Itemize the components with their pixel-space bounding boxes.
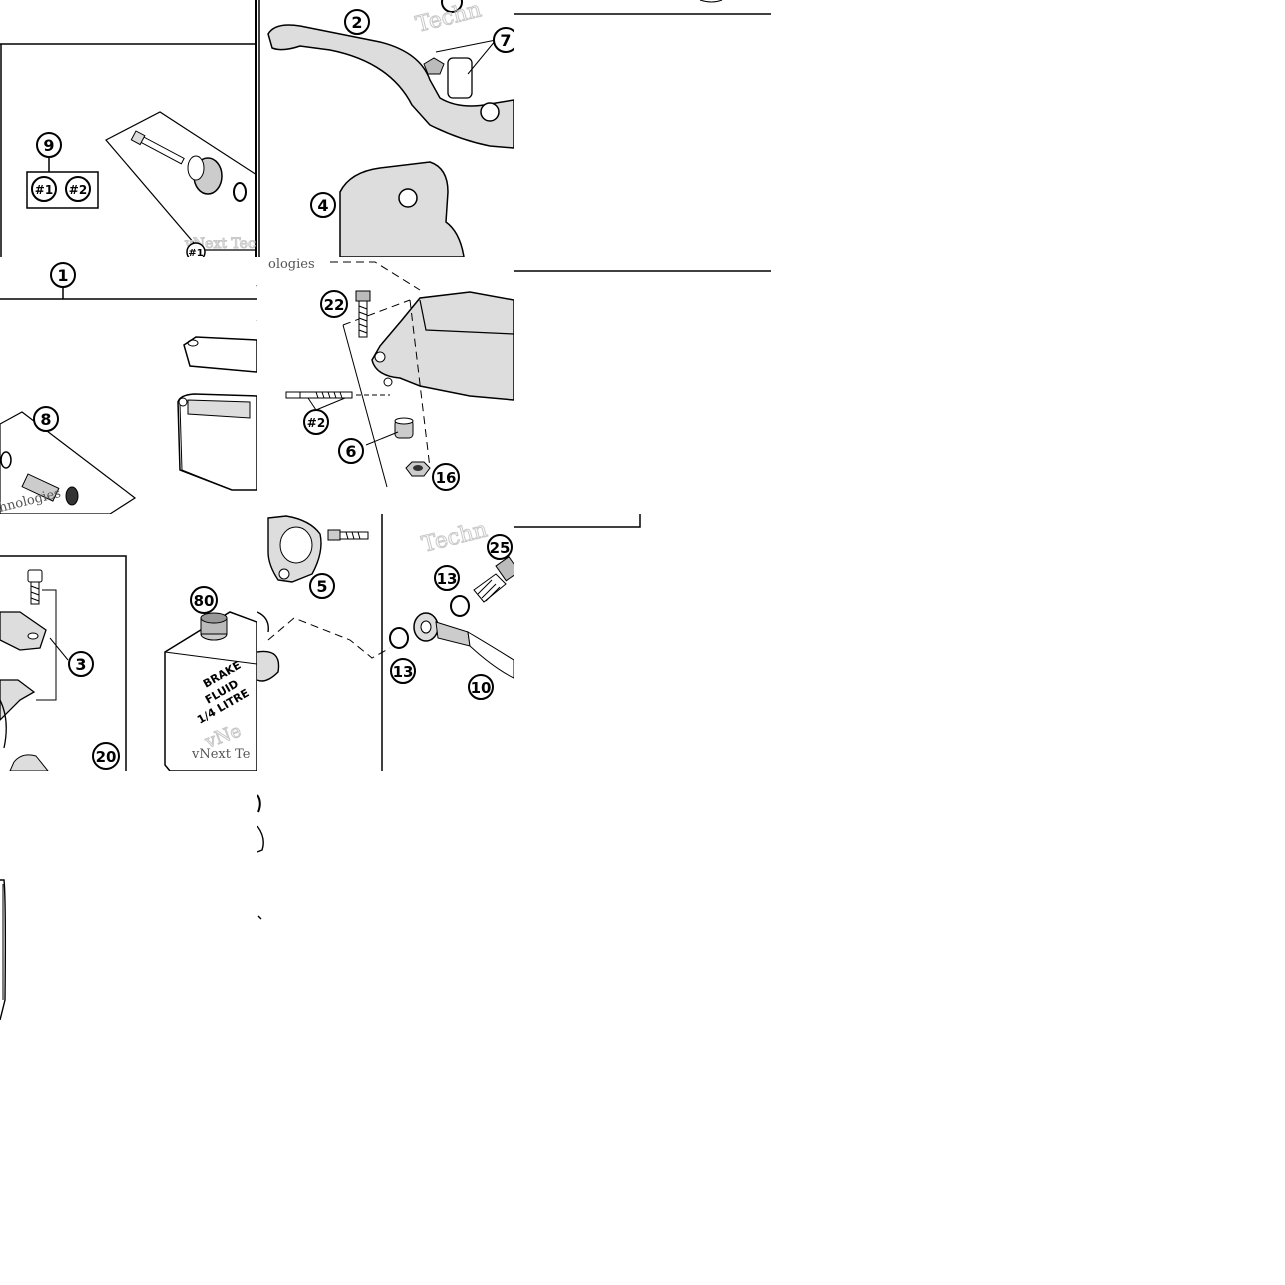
tile-fluid: 3 20 80 BRAKE FLUID 1/4 LITRE vNext Te v… — [0, 555, 257, 771]
cylinder-body — [371, 291, 514, 401]
callout-4: 4 — [310, 192, 336, 218]
reservoir-cap — [183, 336, 257, 373]
brake-fluid-can: BRAKE FLUID 1/4 LITRE vNext Te vNe — [164, 611, 257, 771]
callout-13-top: 13 — [434, 565, 460, 591]
svg-text:ologies: ologies — [268, 257, 315, 272]
svg-text:5: 5 — [316, 577, 327, 596]
bolt-22 — [355, 290, 371, 338]
callout-1: 1 — [50, 262, 76, 288]
svg-text:7: 7 — [500, 31, 511, 50]
callout-22: 22 — [320, 290, 348, 318]
tile-fragment-mid — [257, 794, 264, 920]
sub-callout-1: #1 — [31, 176, 57, 202]
svg-text:80: 80 — [194, 592, 215, 610]
svg-text:#2: #2 — [307, 416, 325, 430]
callout-13-bottom: 13 — [390, 658, 416, 684]
circlip — [233, 182, 247, 202]
svg-text:#2: #2 — [69, 183, 87, 197]
brake-lever — [267, 24, 514, 149]
svg-text:#1: #1 — [35, 183, 53, 197]
callout-3: 3 — [68, 651, 94, 677]
callout-2: 2 — [344, 9, 370, 35]
pin-2 — [285, 391, 390, 411]
svg-text:13: 13 — [437, 570, 458, 588]
tile-master-cylinder: 1 8 hnologies — [0, 262, 257, 514]
tile-lever: 2 7 Techn 4 — [258, 0, 514, 257]
tile-hose: 5 25 13 — [257, 514, 514, 771]
sub-callout-2: #2 — [65, 176, 91, 202]
svg-text:vNext Te: vNext Te — [191, 747, 251, 762]
piston-cup — [187, 155, 223, 195]
callout-8: 8 — [33, 406, 59, 432]
callout-80: 80 — [190, 586, 218, 614]
adjuster-knob — [423, 57, 445, 75]
svg-text:10: 10 — [471, 679, 492, 697]
spring-piston — [0, 451, 79, 506]
callout-9: 9 — [36, 132, 62, 172]
banjo-bolt — [473, 556, 514, 603]
clamp-body — [339, 161, 465, 257]
seal-tray — [0, 411, 137, 514]
callout-10: 10 — [468, 674, 494, 700]
sub-callout-1b: #1 — [186, 242, 206, 259]
tile-piston-kit: 9 #1 #2 vNext Tec #1 — [0, 0, 257, 259]
svg-text:4: 4 — [317, 196, 328, 215]
callout-16: 16 — [432, 463, 460, 491]
callout-20: 20 — [92, 742, 120, 770]
callout-6: 6 — [338, 438, 364, 464]
callout-25: 25 — [487, 534, 513, 560]
svg-text:16: 16 — [436, 469, 457, 487]
tile-bolt-assembly: ologies 22 #2 — [268, 257, 514, 491]
svg-text:1: 1 — [57, 266, 68, 285]
tile-frame-bracket — [514, 514, 641, 528]
svg-text:9: 9 — [43, 136, 54, 155]
piston-rod — [130, 130, 185, 165]
cap-screw — [27, 569, 43, 605]
svg-text:6: 6 — [345, 442, 356, 461]
piston-tray — [105, 111, 257, 251]
svg-text:3: 3 — [75, 655, 86, 674]
svg-text:22: 22 — [324, 296, 345, 314]
svg-text:Techn: Techn — [419, 517, 490, 557]
tile-frame-top — [514, 0, 771, 15]
callout-7: 7 — [435, 27, 514, 75]
svg-text:20: 20 — [96, 748, 117, 766]
svg-text:#1: #1 — [188, 248, 203, 259]
svg-text:Techn: Techn — [413, 0, 484, 38]
banjo-fitting — [413, 612, 514, 679]
svg-text:13: 13 — [393, 663, 414, 681]
svg-text:25: 25 — [490, 539, 511, 557]
nut-16 — [405, 461, 431, 477]
clamp-bolt — [327, 529, 369, 541]
svg-text:8: 8 — [40, 410, 51, 429]
seal-washer-a — [389, 627, 409, 649]
callout-5: 5 — [309, 573, 335, 599]
tile-fragment-left — [0, 879, 7, 1021]
sub-callout-2b: #2 — [303, 409, 329, 435]
seal-washer-b — [450, 595, 470, 617]
svg-text:2: 2 — [351, 13, 362, 32]
bushing-6 — [365, 417, 414, 446]
